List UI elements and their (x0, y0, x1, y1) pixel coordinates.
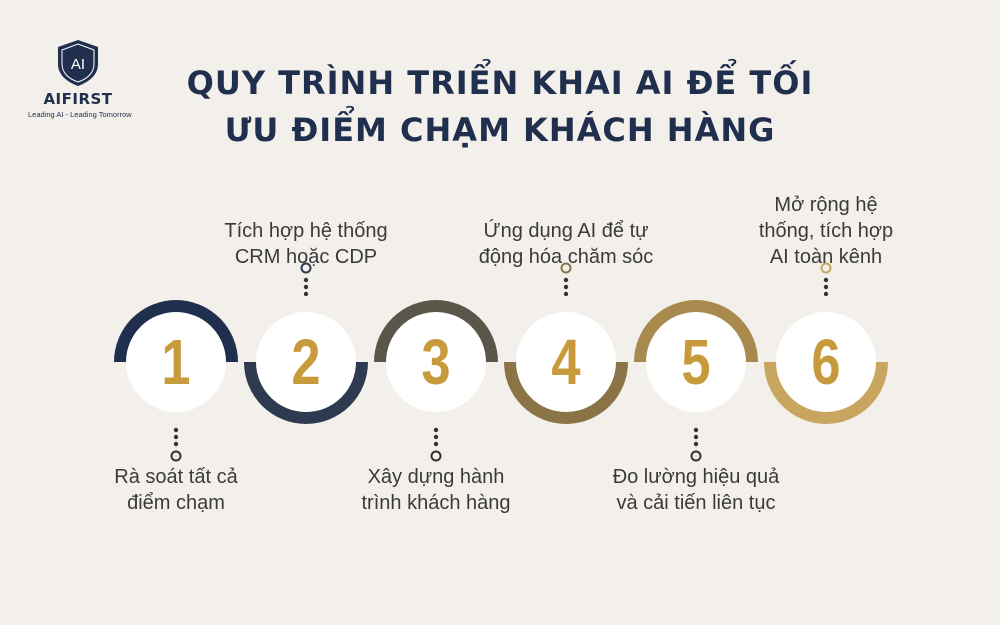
step-4-disc (516, 312, 616, 412)
step-5-label-line: Đo lường hiệu quả (612, 466, 780, 488)
connector-dot (303, 277, 309, 283)
logo-name: AIFIRST (43, 90, 113, 108)
step-2-disc (256, 312, 356, 412)
connector-dot (823, 284, 829, 290)
connector-dot (693, 441, 699, 447)
step-3-label-line: Xây dựng hành (367, 466, 505, 488)
step-6-number: 6 (811, 327, 840, 398)
step-2-label-line: CRM hoặc CDP (234, 246, 378, 268)
logo: AI AIFIRST Leading AI - Leading Tomorrow (28, 38, 132, 119)
step-1-number: 1 (161, 327, 190, 398)
step-2-label-line: Tích hợp hệ thống (224, 220, 388, 242)
connector-dot (433, 441, 439, 447)
step-4-number: 4 (551, 327, 581, 398)
connector-dot (563, 291, 569, 297)
connector-ring (690, 450, 702, 462)
connector-dot (303, 284, 309, 290)
step-3-label-line: trình khách hàng (361, 492, 511, 514)
step-1-disc (126, 312, 226, 412)
step-6-label-line: thống, tích hợp (758, 220, 894, 242)
connector-dot (563, 277, 569, 283)
step-4-label: Ứng dụng AI để tự động hóa chăm sóc (456, 218, 676, 270)
step-4-label-line: Ứng dụng AI để tự (483, 220, 649, 242)
step-3-disc (386, 312, 486, 412)
logo-mark: AI (71, 56, 85, 73)
step-1-label: Rà soát tất cả điểm chạm (66, 464, 286, 516)
connector-dot (173, 434, 179, 440)
step-2-number: 2 (291, 327, 320, 398)
step-5-disc (646, 312, 746, 412)
connector-dot (433, 427, 439, 433)
step-1-label-line: điểm chạm (127, 492, 225, 514)
connector-ring (300, 262, 312, 274)
connector-dot (823, 291, 829, 297)
connector-dot (693, 427, 699, 433)
connector-dot (173, 441, 179, 447)
connector-dot (173, 427, 179, 433)
page-title: QUY TRÌNH TRIỂN KHAI AI ĐỂ TỐI ƯU ĐIỂM C… (160, 60, 840, 154)
step-5-number: 5 (681, 327, 710, 398)
shield-icon: AI (58, 40, 98, 86)
connector-ring (820, 262, 832, 274)
connector-ring (430, 450, 442, 462)
connector-ring (170, 450, 182, 462)
connector-dot (303, 291, 309, 297)
connector-dot (823, 277, 829, 283)
step-6-disc (776, 312, 876, 412)
step-3-label: Xây dựng hành trình khách hàng (326, 464, 546, 516)
connector-dot (563, 284, 569, 290)
title-line-1: QUY TRÌNH TRIỂN KHAI AI ĐỂ TỐI (186, 64, 814, 102)
step-3-number: 3 (421, 327, 450, 398)
connector-ring (560, 262, 572, 274)
step-5-label: Đo lường hiệu quả và cải tiến liên tục (586, 464, 806, 516)
step-5-label-line: và cải tiến liên tục (616, 492, 776, 514)
step-4-label-line: động hóa chăm sóc (478, 246, 654, 268)
step-6-label-line: Mở rộng hệ (774, 194, 878, 216)
step-1-label-line: Rà soát tất cả (114, 466, 238, 488)
step-6-label: Mở rộng hệ thống, tích hợp AI toàn kênh (716, 192, 936, 270)
title-line-2: ƯU ĐIỂM CHẠM KHÁCH HÀNG (224, 111, 776, 149)
step-6-label-line: AI toàn kênh (769, 246, 883, 268)
logo-tagline: Leading AI - Leading Tomorrow (28, 110, 132, 119)
connector-dot (433, 434, 439, 440)
connector-dot (693, 434, 699, 440)
